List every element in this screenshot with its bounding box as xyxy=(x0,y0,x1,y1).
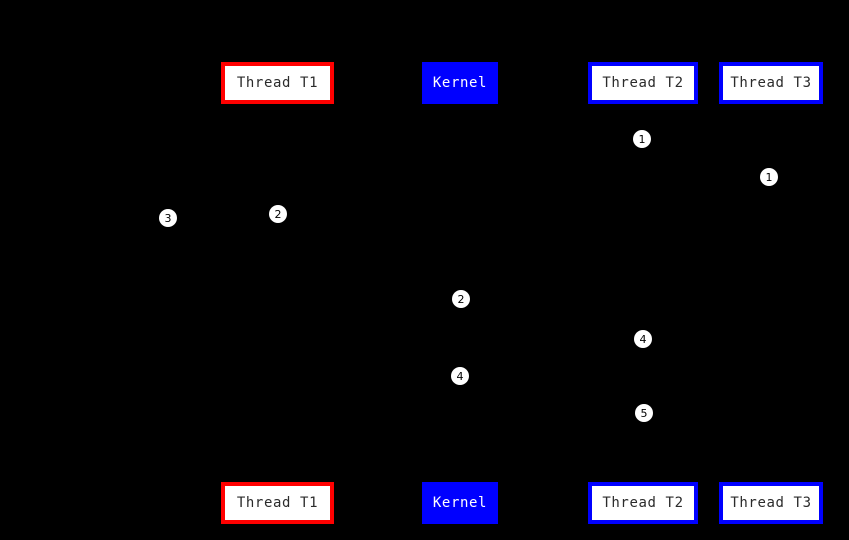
message-arrow-2 xyxy=(277,177,770,178)
participant-label-thread-t3-bottom: Thread T3 xyxy=(730,495,812,511)
lifeline-stub-t1-bottom xyxy=(276,478,279,483)
sequence-badge: 3 xyxy=(159,209,177,227)
participant-thread-t3-top[interactable]: Thread T3 xyxy=(719,62,823,104)
lifeline-thread-t3 xyxy=(770,104,771,482)
message-arrow-4 xyxy=(168,299,460,300)
participant-thread-t3-bottom[interactable]: Thread T3 xyxy=(719,482,823,524)
sequence-badge: 2 xyxy=(269,205,287,223)
participant-label-kernel-bottom: Kernel xyxy=(432,495,488,511)
participant-label-thread-t1-top: Thread T1 xyxy=(236,75,319,91)
participant-thread-t2-bottom[interactable]: Thread T2 xyxy=(588,482,698,524)
sequence-badge: 5 xyxy=(635,404,653,422)
participant-thread-t2-top[interactable]: Thread T2 xyxy=(588,62,698,104)
participant-label-thread-t2-top: Thread T2 xyxy=(602,75,684,91)
message-arrow-5 xyxy=(460,339,643,340)
participant-label-thread-t2-bottom: Thread T2 xyxy=(602,495,684,511)
lifeline-stub-t2-bottom xyxy=(642,478,645,483)
message-arrow-7 xyxy=(460,413,643,414)
participant-thread-t1-top[interactable]: Thread T1 xyxy=(221,62,334,104)
participant-label-thread-t1-bottom: Thread T1 xyxy=(236,495,319,511)
sequence-badge: 1 xyxy=(633,130,651,148)
sequence-badge: 4 xyxy=(451,367,469,385)
lifeline-thread-t1 xyxy=(277,104,278,482)
participant-kernel-top[interactable]: Kernel xyxy=(422,62,498,104)
message-arrow-6 xyxy=(460,376,643,377)
participant-label-thread-t3-top: Thread T3 xyxy=(730,75,812,91)
sequence-badge: 4 xyxy=(634,330,652,348)
participant-thread-t1-bottom[interactable]: Thread T1 xyxy=(221,482,334,524)
sequence-badge: 2 xyxy=(452,290,470,308)
message-arrow-3 xyxy=(168,218,277,219)
message-arrow-1 xyxy=(643,139,770,140)
participant-label-kernel-top: Kernel xyxy=(432,75,488,91)
participant-kernel-bottom[interactable]: Kernel xyxy=(422,482,498,524)
lifeline-thread-t2 xyxy=(643,104,644,482)
sequence-badge: 1 xyxy=(760,168,778,186)
lifeline-stub-t3-bottom xyxy=(769,478,772,483)
